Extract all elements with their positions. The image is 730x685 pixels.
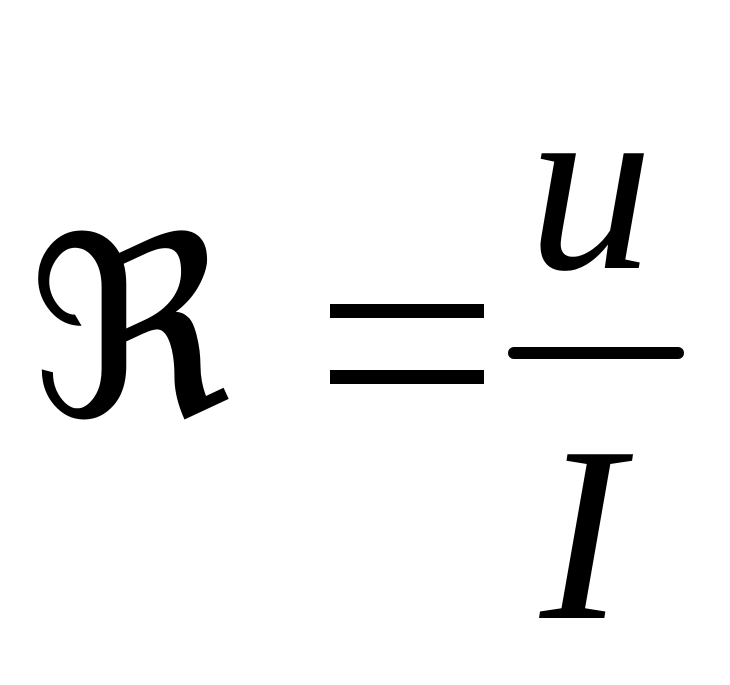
equals-sign-bottom-bar: [330, 370, 484, 384]
fraction-denominator: I: [540, 396, 624, 673]
real-part-symbol: ℜ: [28, 184, 232, 475]
fraction-bar: [508, 347, 684, 359]
equals-sign-top-bar: [330, 304, 484, 318]
fraction-numerator: u: [528, 46, 653, 323]
